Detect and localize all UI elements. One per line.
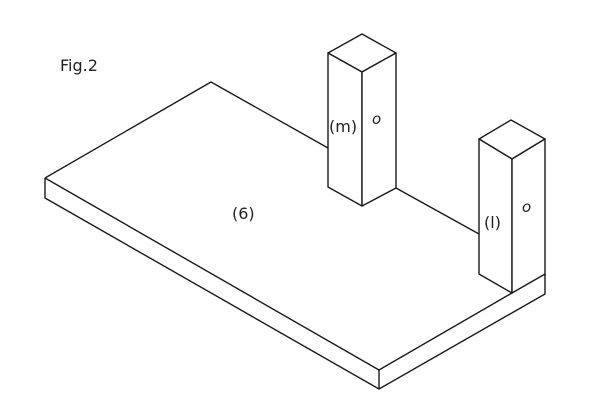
base-plate — [44, 81, 546, 390]
pillar-l — [478, 119, 546, 294]
pillar-m-label: (m) — [329, 117, 357, 136]
pillar-m — [327, 33, 397, 207]
pillar-m-right-face — [361, 52, 397, 207]
plate-label: (6) — [232, 204, 255, 223]
pillar-l-label: (l) — [484, 213, 501, 232]
plate-bottom-edge — [44, 178, 546, 390]
plate-front-top-edge — [44, 177, 513, 371]
pillar-m-side-mark: o — [372, 110, 381, 128]
pillar-l-side-mark: o — [522, 198, 531, 216]
plate-back-edge-middle — [395, 187, 480, 235]
pillar-l-right-face — [511, 138, 546, 294]
plate-back-edge-left — [44, 81, 329, 179]
figure-label: Fig.2 — [60, 56, 98, 75]
